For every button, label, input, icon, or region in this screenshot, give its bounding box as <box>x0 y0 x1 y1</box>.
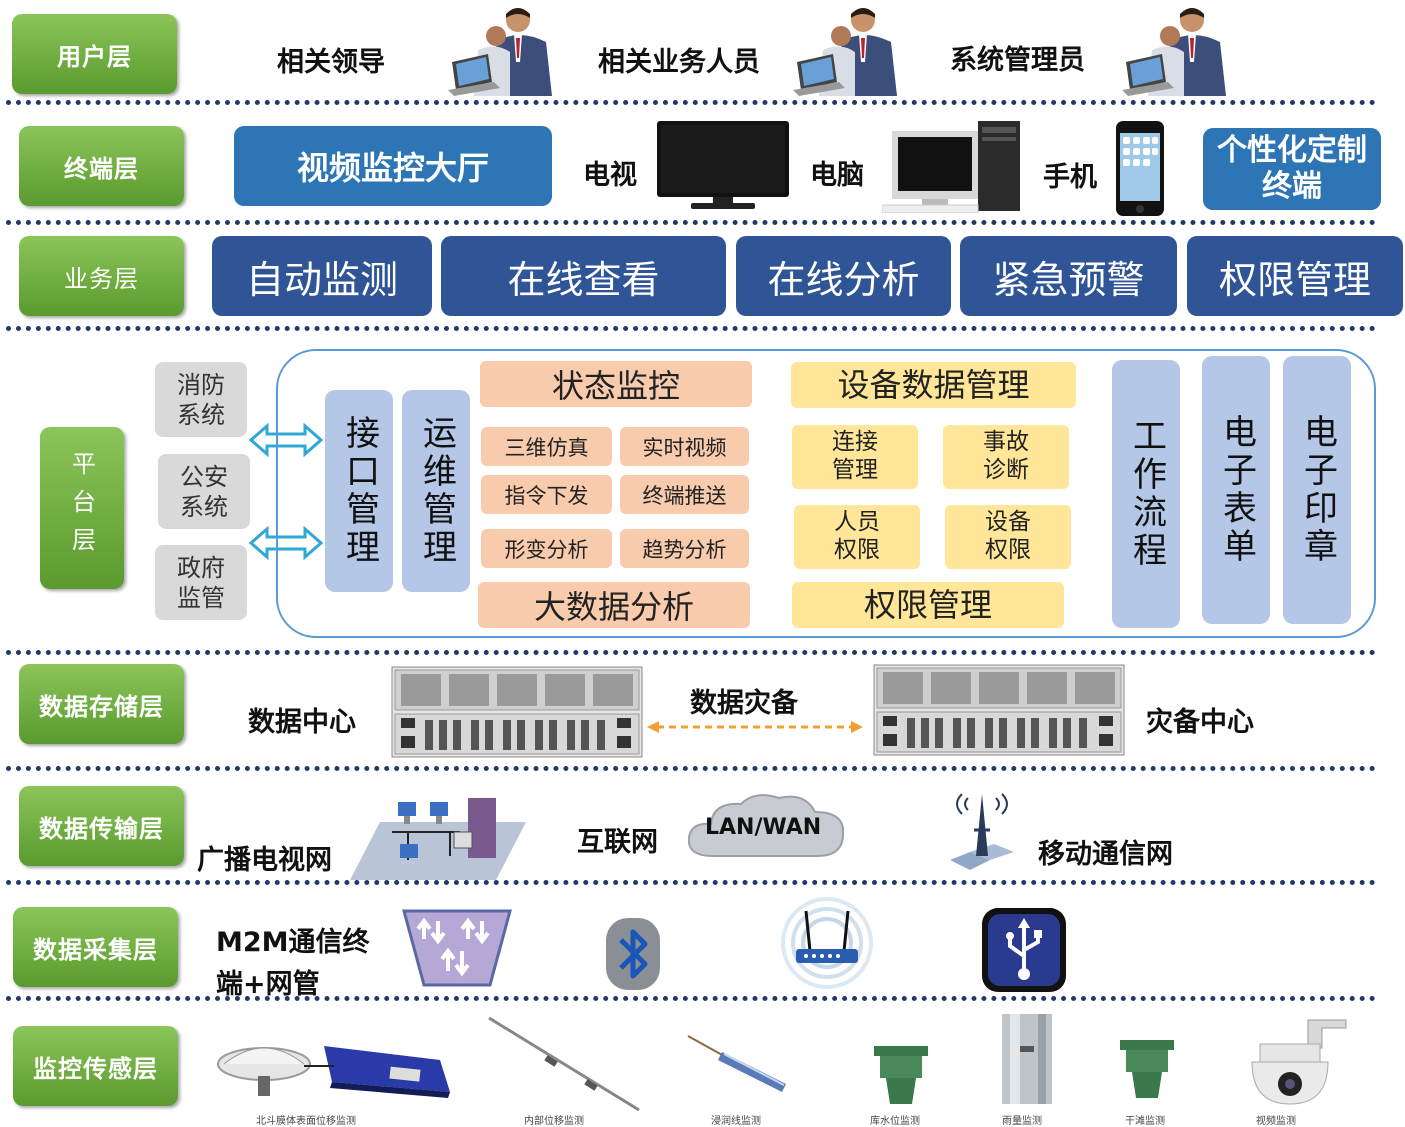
usb-icon <box>982 908 1066 992</box>
separator <box>6 880 1376 885</box>
bidirectional-arrow-icon <box>647 721 863 733</box>
separator <box>6 766 1376 771</box>
device-item-diagnosis: 事故诊断 <box>943 425 1069 489</box>
terminal-pc-label: 电脑 <box>810 160 864 191</box>
cloud-icon <box>687 794 845 857</box>
layer-label-user: 用户层 <box>12 14 177 94</box>
interface-mgmt-box: 接口管理 <box>325 390 393 592</box>
piezometer-icon <box>687 1035 786 1092</box>
separator <box>6 100 1376 105</box>
workflow-text: 工作流程 <box>1126 418 1167 570</box>
separator <box>6 996 1376 1001</box>
water-level-sensor-icon <box>874 1046 928 1104</box>
mobile-network-label: 移动通信网 <box>1038 839 1173 870</box>
bluetooth-icon <box>606 918 660 990</box>
layer-label-sensing: 监控传感层 <box>13 1026 178 1106</box>
person-laptop-icon <box>448 8 552 96</box>
ops-mgmt-box: 运维管理 <box>402 390 470 592</box>
m2m-label-line2: 端+网管 <box>216 969 320 1000</box>
status-item-3d-sim: 三维仿真 <box>481 427 612 466</box>
e-form-box: 电子表单 <box>1202 356 1270 624</box>
status-item-command: 指令下发 <box>481 475 612 514</box>
status-item-realtime-video: 实时视频 <box>620 427 749 466</box>
desktop-computer-icon <box>882 121 1020 213</box>
double-arrow-icon <box>249 423 323 457</box>
video-hall-box: 视频监控大厅 <box>234 126 552 206</box>
tv-icon <box>657 121 789 209</box>
sensing-caption: 干滩监测 <box>1125 1116 1165 1127</box>
sensing-caption: 视频监测 <box>1256 1116 1296 1127</box>
business-emergency-warning: 紧急预警 <box>960 236 1177 316</box>
layer-label-collection: 数据采集层 <box>13 907 178 987</box>
layer-label-storage: 数据存储层 <box>19 664 184 744</box>
big-data-analysis: 大数据分析 <box>478 582 750 628</box>
business-online-view: 在线查看 <box>441 236 726 316</box>
sensing-caption: 库水位监测 <box>870 1116 920 1127</box>
layer-label-transmission: 数据传输层 <box>19 786 184 866</box>
external-fire-system: 消防系统 <box>155 362 247 437</box>
beach-monitor-sensor-icon <box>1120 1040 1174 1098</box>
business-auto-monitor: 自动监测 <box>212 236 432 316</box>
status-item-trend-analysis: 趋势分析 <box>620 529 749 568</box>
inclinometer-rod-icon <box>488 1016 640 1112</box>
interface-mgmt-text: 接口管理 <box>339 415 380 567</box>
gnss-receiver-icon <box>217 1046 450 1098</box>
separator <box>6 326 1376 331</box>
role-admin: 系统管理员 <box>950 45 1085 76</box>
server-rack-icon <box>873 664 1125 756</box>
external-police-system: 公安系统 <box>158 454 250 529</box>
lan-network-icon <box>350 798 526 880</box>
terminal-tv-label: 电视 <box>583 160 637 191</box>
switch-arrows-icon <box>402 909 512 987</box>
device-item-personnel: 人员权限 <box>794 505 920 569</box>
status-monitor-header: 状态监控 <box>480 361 752 407</box>
workflow-box: 工作流程 <box>1112 360 1180 628</box>
sensing-caption: 浸润线监测 <box>711 1116 761 1127</box>
role-leader: 相关领导 <box>277 47 385 78</box>
custom-terminal-box: 个性化定制终端 <box>1203 128 1381 210</box>
internet-label: 互联网 <box>577 827 658 858</box>
ops-mgmt-text: 运维管理 <box>416 415 457 567</box>
person-laptop-icon <box>793 8 897 96</box>
lan-wan-label: LAN/WAN <box>705 815 822 840</box>
backup-label: 数据灾备 <box>690 688 798 719</box>
layer-label-business: 业务层 <box>19 236 184 316</box>
dr-center-label: 灾备中心 <box>1146 707 1254 738</box>
platform-label-text: 平台层 <box>67 451 96 565</box>
broadcast-network-label: 广播电视网 <box>197 845 332 876</box>
business-permission-mgmt: 权限管理 <box>1187 236 1403 316</box>
layer-label-terminal: 终端层 <box>19 126 184 206</box>
platform-container <box>276 349 1376 638</box>
device-item-device-perm: 设备权限 <box>945 505 1071 569</box>
permission-mgmt-box: 权限管理 <box>792 582 1064 628</box>
data-center-label: 数据中心 <box>248 707 356 738</box>
sensing-caption: 北斗膜体表面位移监测 <box>256 1116 356 1127</box>
m2m-label-line1: M2M通信终 <box>216 927 370 958</box>
status-item-deform-analysis: 形变分析 <box>481 529 612 568</box>
wifi-router-icon <box>781 897 873 989</box>
custom-terminal-text: 个性化定制终端 <box>1217 133 1367 204</box>
e-seal-text: 电子印章 <box>1297 414 1338 566</box>
sensing-caption: 内部位移监测 <box>524 1116 584 1127</box>
e-seal-box: 电子印章 <box>1283 356 1351 624</box>
sensing-caption: 雨量监测 <box>1002 1116 1042 1127</box>
ptz-camera-icon <box>1251 1019 1347 1105</box>
role-business-staff: 相关业务人员 <box>598 47 760 78</box>
e-form-text: 电子表单 <box>1216 414 1257 566</box>
separator <box>6 220 1376 225</box>
smartphone-icon <box>1116 121 1164 216</box>
server-rack-icon <box>391 666 643 758</box>
double-arrow-icon <box>249 526 323 560</box>
person-laptop-icon <box>1122 8 1226 96</box>
cell-tower-icon <box>950 793 1014 870</box>
external-gov-regulation: 政府监管 <box>155 545 247 620</box>
device-item-connection: 连接管理 <box>792 425 918 489</box>
business-online-analysis: 在线分析 <box>736 236 951 316</box>
terminal-phone-label: 手机 <box>1043 162 1097 193</box>
status-item-push: 终端推送 <box>620 475 749 514</box>
rain-gauge-icon <box>1002 1014 1052 1104</box>
separator <box>6 650 1376 655</box>
layer-label-platform: 平台层 <box>40 427 124 589</box>
device-data-mgmt-header: 设备数据管理 <box>791 362 1076 408</box>
